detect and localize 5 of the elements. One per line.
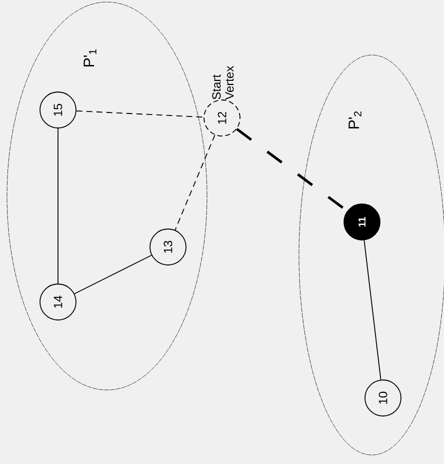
graph-edge — [74, 254, 152, 294]
graph-edge — [76, 110, 204, 118]
graph-edge — [174, 134, 216, 230]
vertex-label: Start Vertex — [212, 66, 234, 100]
graph-edge — [364, 240, 382, 380]
